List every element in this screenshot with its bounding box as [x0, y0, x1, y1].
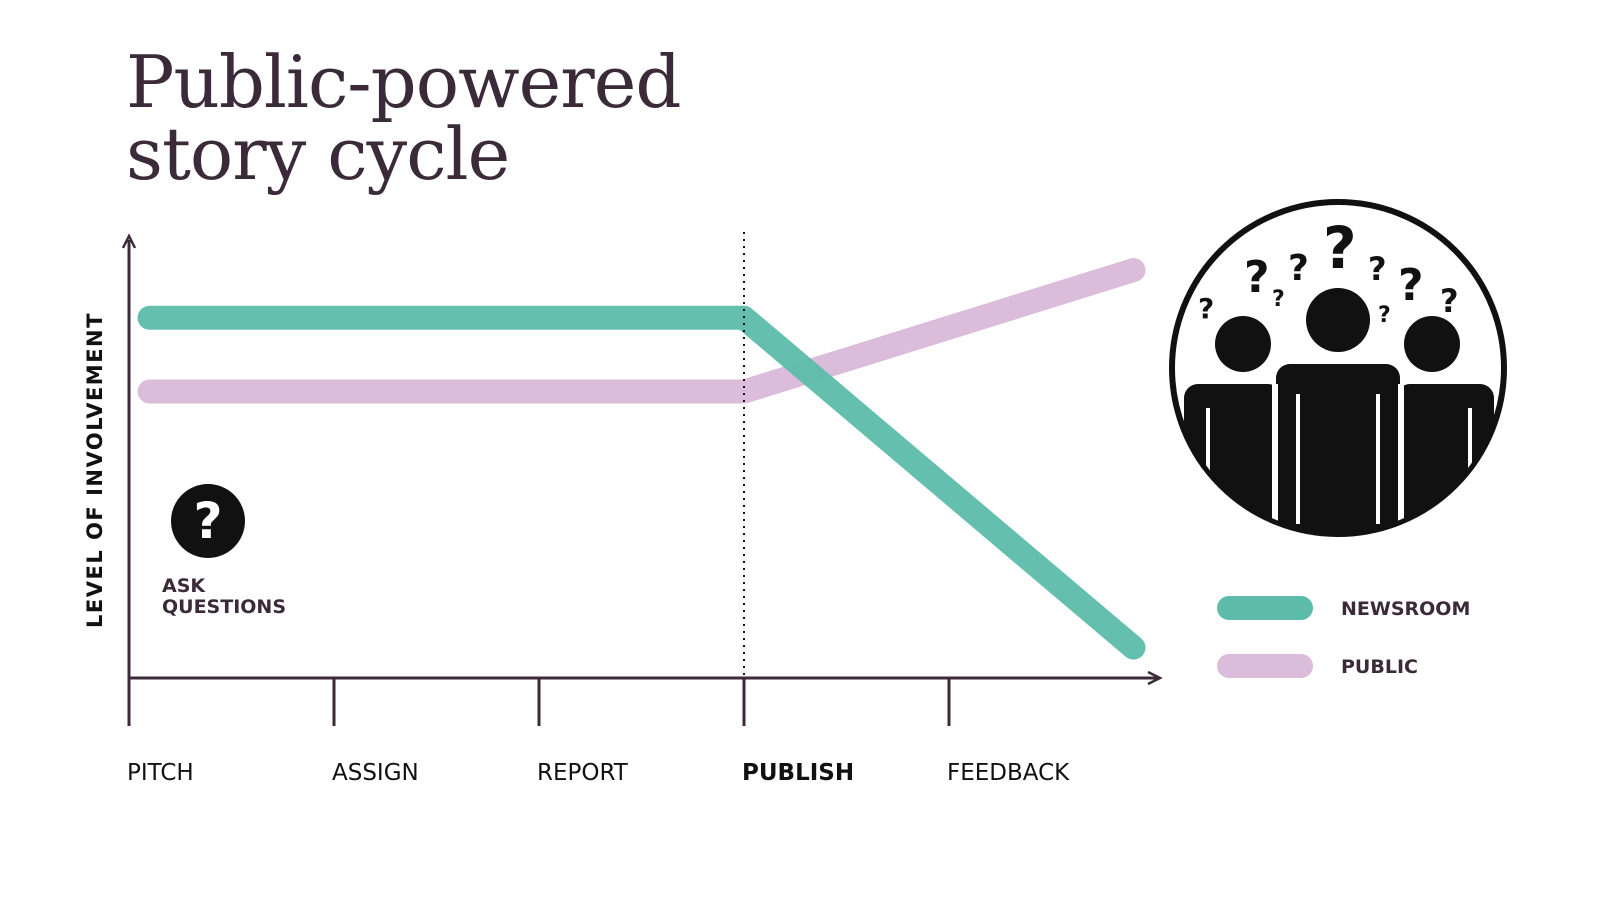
legend-swatch-newsroom — [1217, 596, 1313, 620]
svg-text:?: ? — [1323, 214, 1357, 282]
crowd-question-icon: ? ? ? ? ? ? ? ? ? — [1169, 199, 1507, 537]
annotation-line-1: ASK — [162, 575, 206, 597]
annotation-line-2: QUESTIONS — [162, 596, 287, 618]
y-axis-arrow — [121, 233, 137, 249]
y-axis-label: LEVEL OF INVOLVEMENT — [83, 312, 107, 628]
svg-text:?: ? — [1398, 260, 1424, 311]
x-tick-label-report: REPORT — [537, 760, 628, 786]
svg-text:?: ? — [1368, 250, 1387, 288]
x-tick-label-assign: ASSIGN — [332, 760, 419, 786]
x-tick-label-feedback: FEEDBACK — [947, 760, 1070, 786]
svg-text:?: ? — [1440, 282, 1459, 320]
legend-swatch-public — [1217, 654, 1313, 678]
legend-label-newsroom: NEWSROOM — [1341, 598, 1471, 620]
question-icon: ? — [171, 484, 245, 558]
series-line-public — [137, 258, 1146, 404]
title-line-2: story cycle — [126, 112, 510, 196]
title-line-1: Public-powered — [126, 40, 681, 124]
svg-text:?: ? — [1378, 303, 1391, 328]
annotation-label: ASK QUESTIONS — [162, 576, 342, 618]
x-tick-label-publish: PUBLISH — [742, 760, 855, 786]
svg-text:?: ? — [1288, 248, 1309, 289]
x-tick-label-pitch: PITCH — [127, 760, 194, 786]
legend-label-public: PUBLIC — [1341, 656, 1418, 678]
svg-text:?: ? — [1198, 292, 1214, 325]
svg-text:?: ? — [1272, 287, 1285, 312]
chart-title: Public-powered story cycle — [126, 40, 681, 196]
x-axis-arrow — [1147, 670, 1163, 686]
svg-text:?: ? — [1244, 252, 1270, 303]
